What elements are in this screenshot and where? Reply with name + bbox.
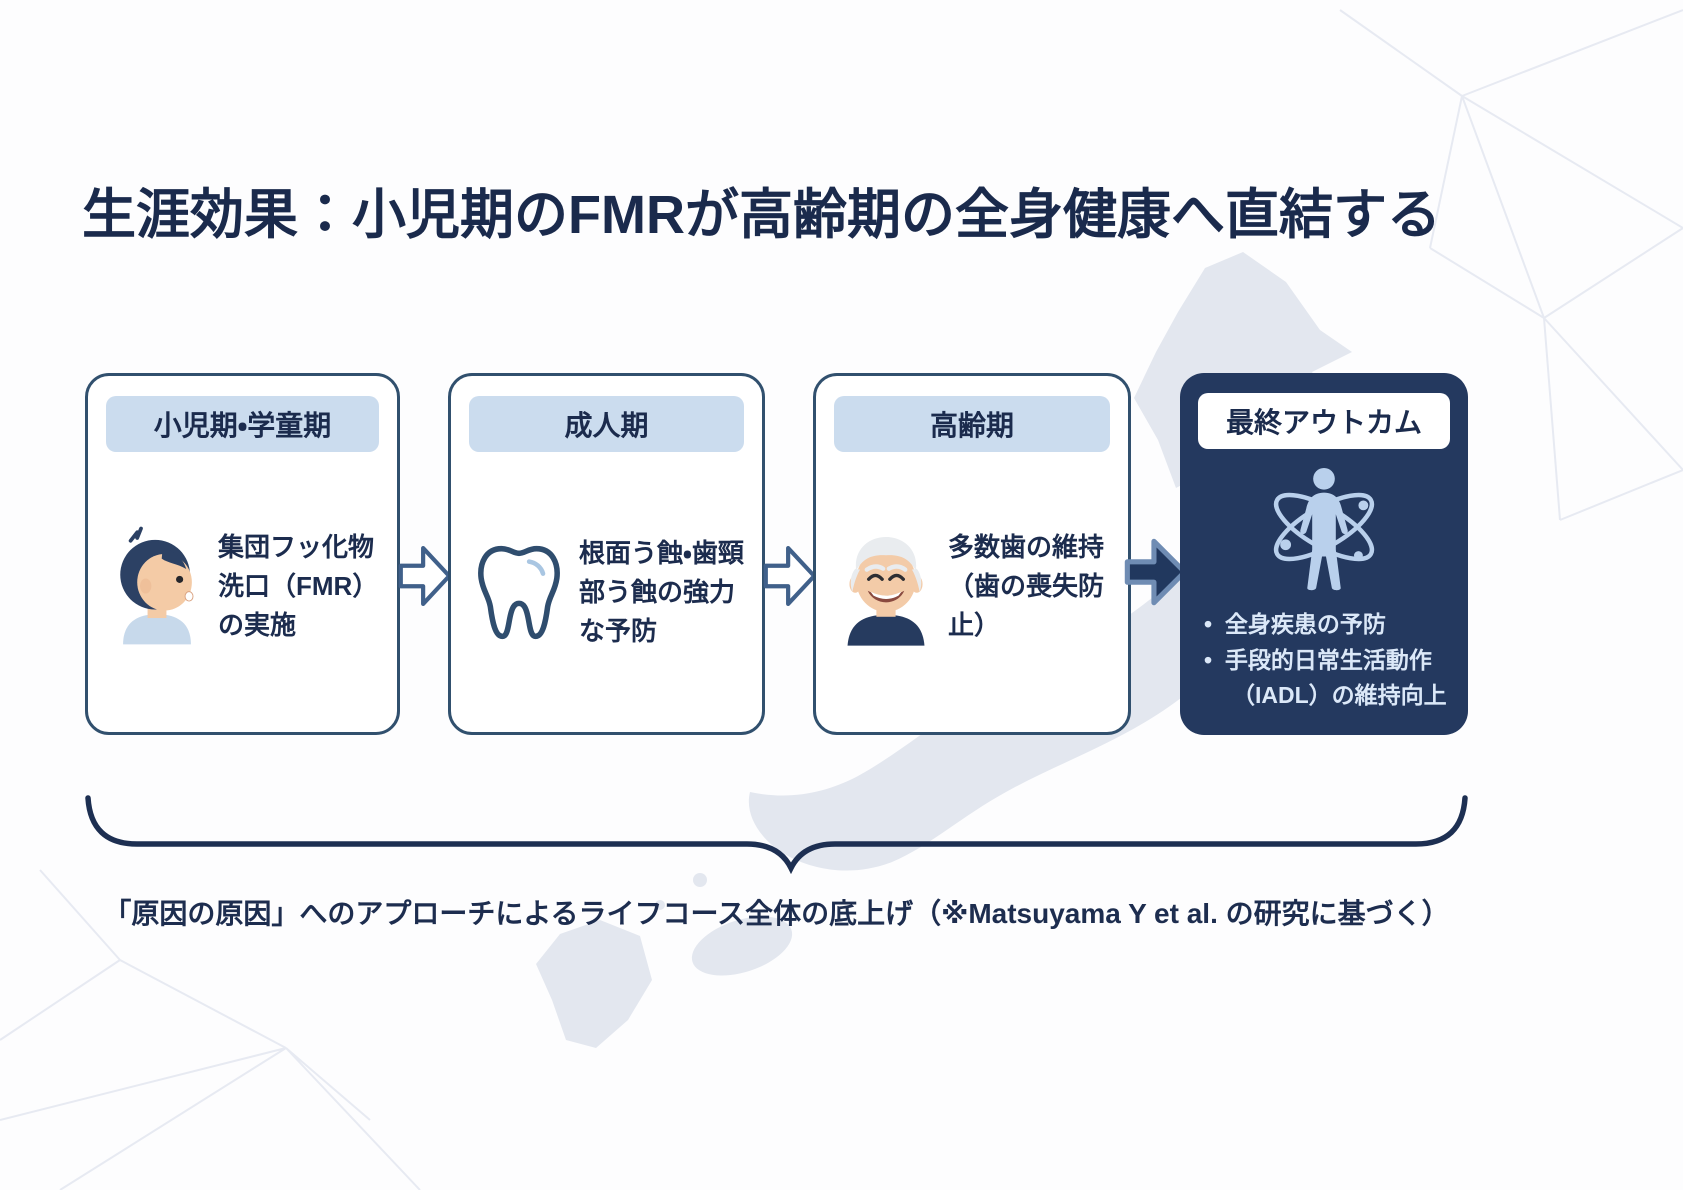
outcome-bullet-list: 全身疾患の予防 手段的日常生活動作（IADL）の維持向上 (1204, 607, 1456, 714)
flow-arrow-solid-icon (1124, 538, 1188, 606)
outcome-bullet: 全身疾患の予防 (1204, 607, 1456, 643)
outcome-header: 最終アウトカム (1198, 393, 1450, 449)
page-title: 生涯効果：小児期のFMRが高齢期の全身健康へ直結する (82, 185, 1441, 245)
elderly-person-icon (847, 536, 925, 646)
map-kyushu (536, 920, 652, 1048)
stage-card-elderly: 高齢期 多数歯の維持（歯の喪失防止） (813, 373, 1131, 735)
flow-arrow-icon (763, 545, 817, 607)
tooth-icon (478, 545, 560, 639)
stage-header-adulthood: 成人期 (469, 396, 744, 452)
stage-body-elderly: 多数歯の維持（歯の喪失防止） (948, 531, 1105, 640)
stage-header-childhood: 小児期・学童期 (106, 396, 379, 452)
flow-arrow-icon (398, 545, 452, 607)
stage-body-childhood: 集団フッ化物洗口（FMR）の実施 (218, 531, 379, 640)
map-shikoku (691, 916, 793, 976)
caption-text: 「原因の原因」へのアプローチによるライフコース全体の底上げ（※Matsuyama… (103, 898, 1450, 929)
brace-bracket-icon (85, 795, 1468, 874)
outcome-bullet: 手段的日常生活動作（IADL）の維持向上 (1204, 643, 1456, 714)
outcome-card: 最終アウトカム 全身疾患の予防 手段的日常生活動作（IADL）の維持向上 (1180, 373, 1468, 735)
stage-card-adulthood: 成人期 根面う蝕・歯頸部う蝕の強力な予防 (448, 373, 765, 735)
child-face-icon (120, 526, 194, 645)
mesh-lines (0, 9, 1683, 1190)
stage-body-adulthood: 根面う蝕・歯頸部う蝕の強力な予防 (579, 538, 744, 646)
stage-header-elderly: 高齢期 (834, 396, 1110, 452)
person-atom-icon (1273, 467, 1375, 591)
stage-card-childhood: 小児期・学童期 集団フッ化物洗口（FMR）の実施 (85, 373, 400, 735)
